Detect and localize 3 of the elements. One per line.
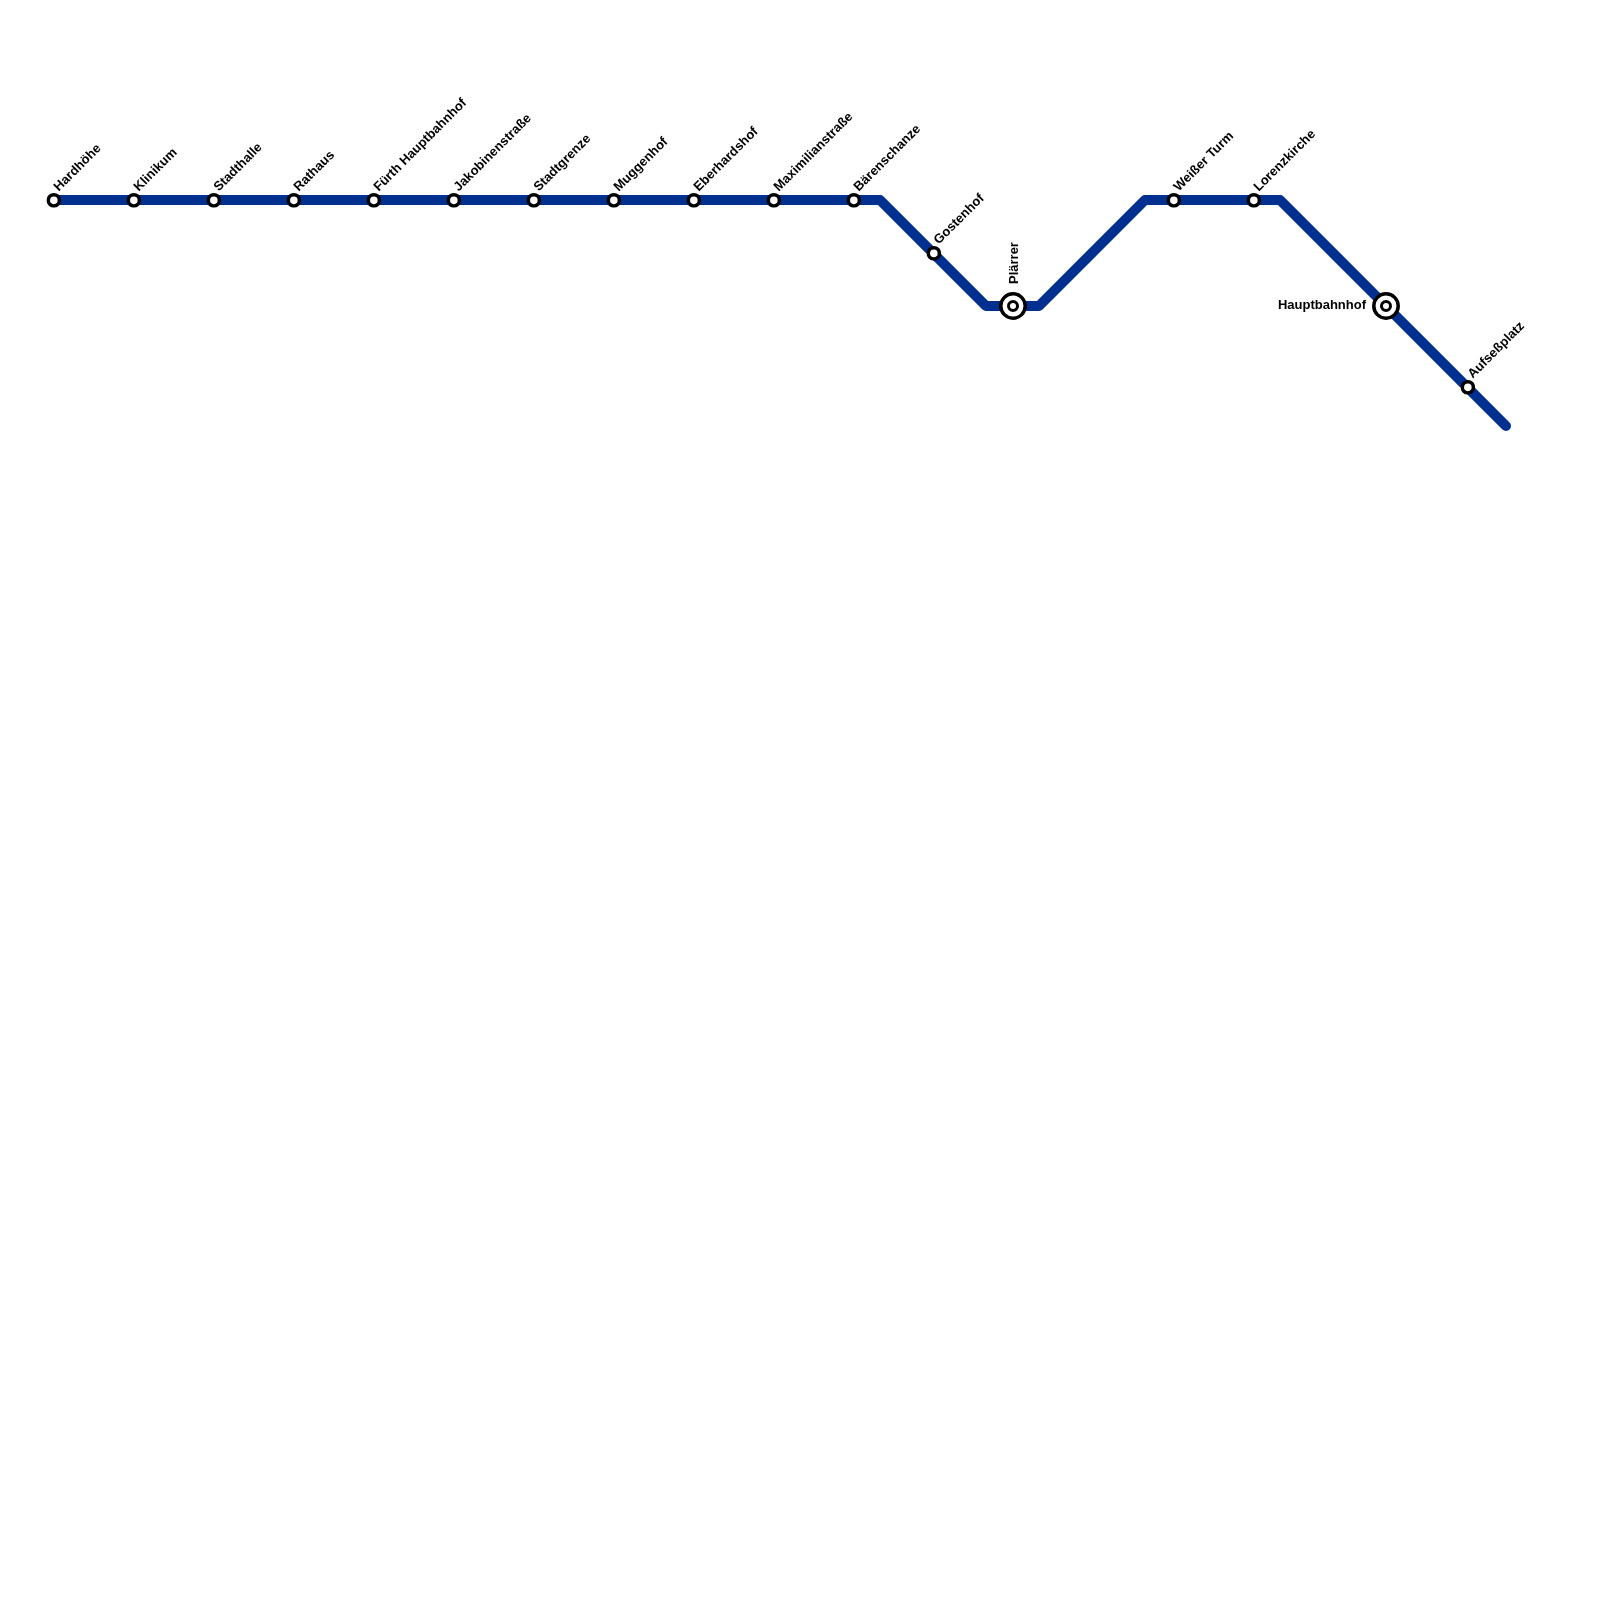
station-name: Hauptbahnhof: [1277, 297, 1366, 312]
station-name: Plärrer: [1006, 242, 1021, 284]
line-segment: [1465, 385, 1511, 431]
